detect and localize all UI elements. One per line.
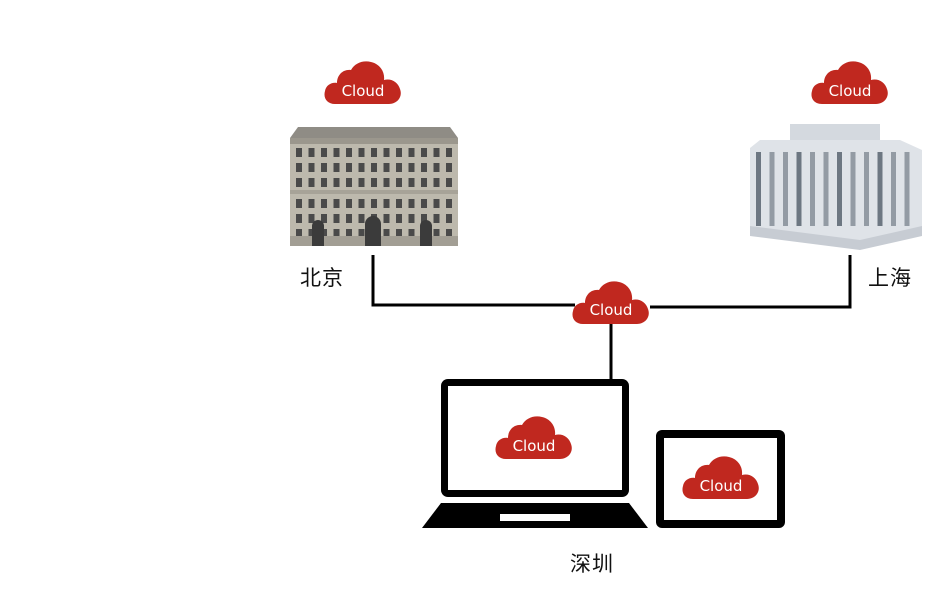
cloud-icon-laptop: Cloud (495, 416, 572, 459)
beijing-building-image (290, 127, 458, 246)
cloud-label: Cloud (700, 477, 743, 495)
cloud-label: Cloud (513, 437, 556, 455)
cloud-label: Cloud (590, 301, 633, 319)
city-label-shenzhen: 深圳 (570, 552, 614, 576)
connection-lines (371, 255, 852, 380)
cloud-label: Cloud (342, 82, 385, 100)
line-shanghai-hub (650, 255, 852, 309)
cloud-label: Cloud (829, 82, 872, 100)
shanghai-building-image (750, 124, 922, 250)
cloud-icon-tablet: Cloud (682, 456, 759, 499)
line-beijing-hub (371, 255, 575, 307)
cloud-icon-shanghai: Cloud (811, 61, 888, 104)
city-label-shanghai: 上海 (868, 266, 912, 290)
cloud-icon-hub: Cloud (572, 281, 649, 324)
cloud-icon-beijing: Cloud (324, 61, 401, 104)
city-label-beijing: 北京 (300, 266, 344, 290)
